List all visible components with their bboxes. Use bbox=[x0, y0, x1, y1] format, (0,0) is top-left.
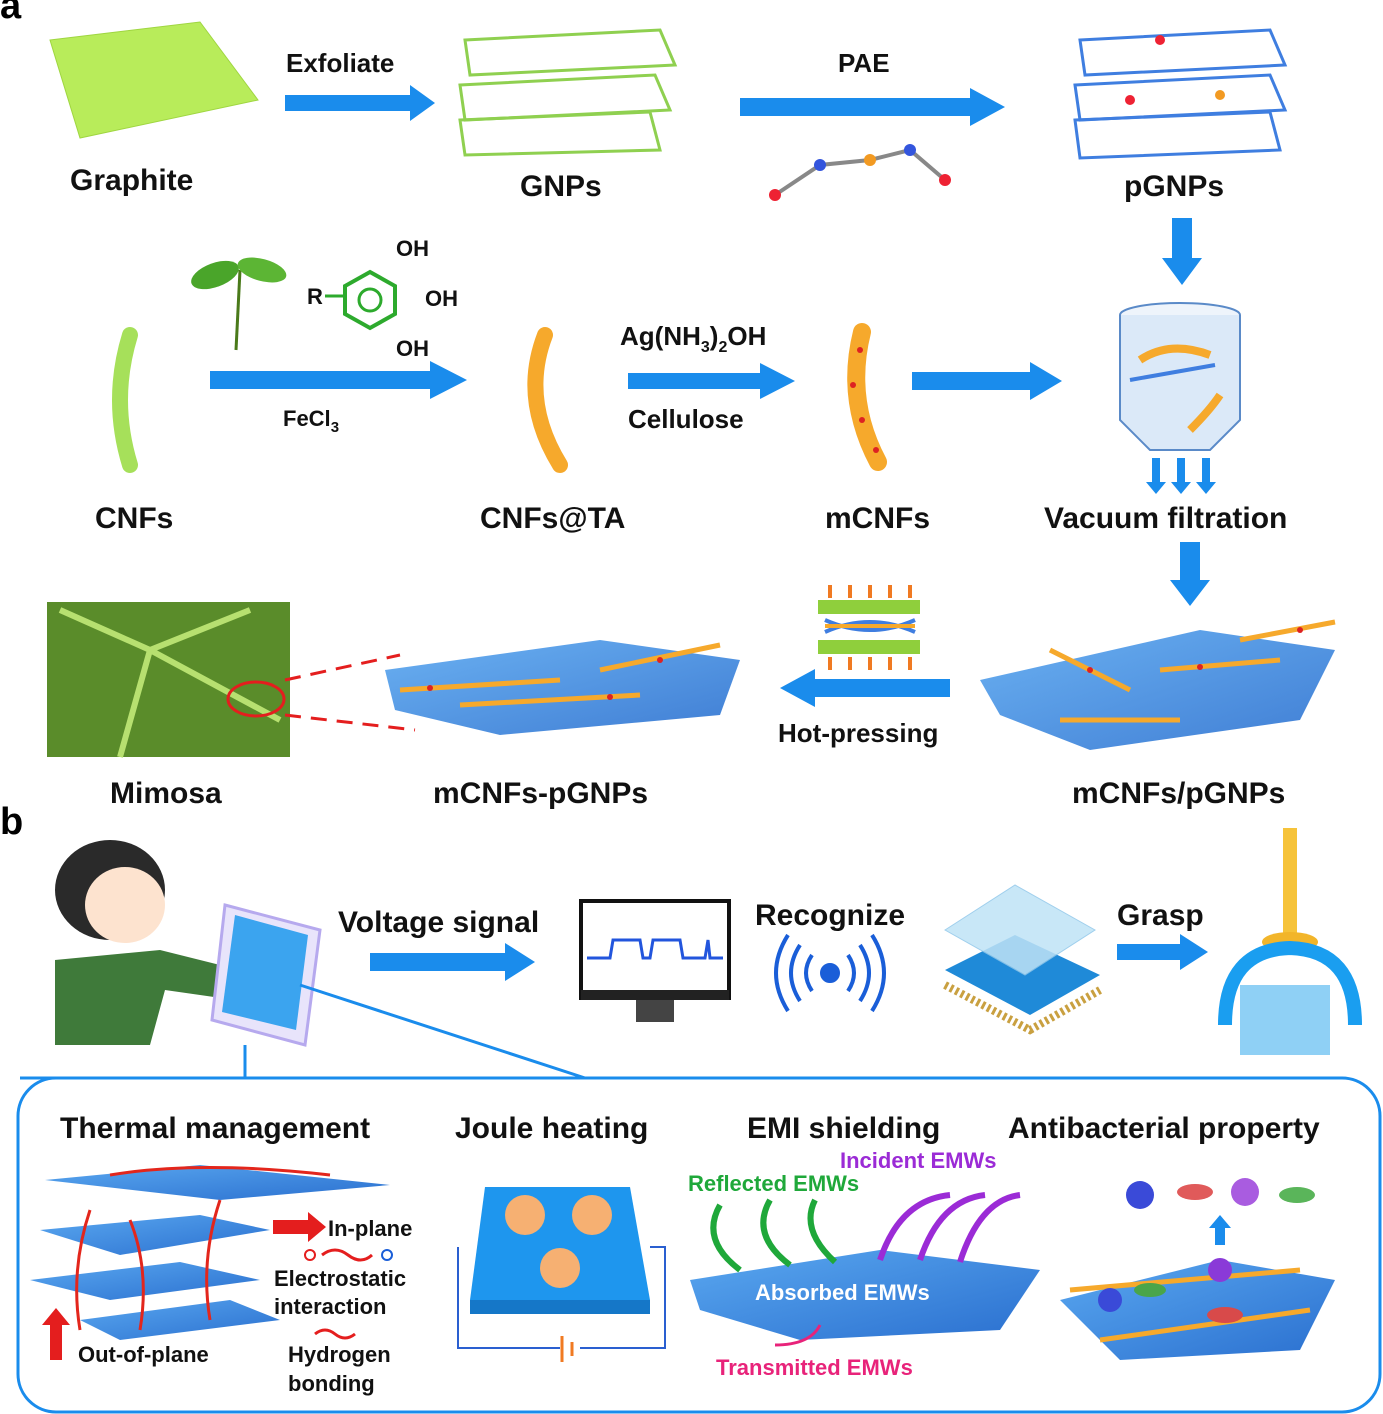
panel-label-b: b bbox=[0, 801, 23, 843]
graphite-illustration bbox=[49, 21, 259, 139]
arrow-tannic bbox=[210, 361, 467, 399]
joule-heating-illustration bbox=[457, 1187, 666, 1362]
mcnfs-slash-pgnps-label: mCNFs/pGNPs bbox=[1072, 777, 1285, 810]
pgnps-label: pGNPs bbox=[1124, 170, 1224, 203]
grasp-label: Grasp bbox=[1117, 899, 1204, 932]
silver-reagent-label: Ag(NH3)2OH bbox=[620, 321, 766, 356]
thermal-management-title: Thermal management bbox=[60, 1112, 370, 1145]
antibacterial-illustration bbox=[1060, 1178, 1335, 1360]
robotic-gripper-icon bbox=[1218, 828, 1362, 1055]
bonding-label: bonding bbox=[288, 1371, 375, 1396]
callout-line-right bbox=[299, 983, 586, 1080]
recognize-label: Recognize bbox=[755, 899, 905, 932]
hot-press-icon bbox=[818, 585, 920, 670]
in-plane-label: In-plane bbox=[328, 1216, 412, 1241]
exfoliate-label: Exfoliate bbox=[286, 48, 394, 78]
arrow-voltage bbox=[370, 943, 535, 981]
oh-top: OH bbox=[396, 236, 429, 261]
pae-molecule-illustration bbox=[769, 144, 951, 201]
hydrogen-bond-icon bbox=[314, 1328, 356, 1340]
cnf-illustration bbox=[112, 327, 138, 473]
joule-heating-title: Joule heating bbox=[455, 1112, 648, 1145]
arrow-to-filtration bbox=[912, 362, 1062, 400]
applications-box bbox=[16, 1076, 1382, 1414]
arrow-down-pgnps bbox=[1162, 218, 1202, 285]
zoom-dashed-lines bbox=[284, 653, 416, 732]
mcnfs-illustration bbox=[847, 323, 887, 471]
emi-illustration bbox=[690, 1192, 1040, 1347]
arrow-hot-pressing bbox=[780, 669, 950, 707]
thermal-layers-illustration bbox=[30, 1165, 390, 1340]
mimosa-label: Mimosa bbox=[110, 777, 222, 810]
vacuum-filtration-label: Vacuum filtration bbox=[1044, 502, 1287, 535]
fecl3-label: FeCl3 bbox=[283, 406, 339, 436]
gnps-illustration bbox=[458, 28, 678, 157]
arrow-grasp bbox=[1117, 934, 1208, 970]
mcnfs-pgnps-composite-illustration bbox=[980, 619, 1336, 750]
oh-mid: OH bbox=[425, 286, 458, 311]
cnfs-ta-illustration bbox=[527, 327, 568, 473]
hydrogen-label: Hydrogen bbox=[288, 1342, 391, 1367]
arrow-silver bbox=[628, 363, 795, 399]
cnfs-ta-label: CNFs@TA bbox=[480, 502, 625, 535]
reflected-emws-label: Reflected EMWs bbox=[688, 1171, 859, 1196]
wireless-signal-icon bbox=[774, 933, 886, 1013]
graphite-label: Graphite bbox=[70, 164, 193, 197]
child-illustration bbox=[55, 840, 240, 1045]
mcnfs-pgnps-illustration bbox=[385, 640, 740, 735]
interaction-label: interaction bbox=[274, 1294, 386, 1319]
electrostatic-icon bbox=[304, 1248, 393, 1262]
touch-sensor-panel bbox=[210, 903, 322, 1047]
in-plane-arrow-icon bbox=[273, 1212, 326, 1242]
incident-emws-label: Incident EMWs bbox=[840, 1148, 996, 1173]
chip-icon bbox=[943, 884, 1102, 1035]
hot-pressing-label: Hot-pressing bbox=[778, 718, 938, 748]
vacuum-filtration-illustration bbox=[1119, 302, 1241, 451]
pgnps-illustration bbox=[1073, 28, 1288, 160]
arrow-down-filtration bbox=[1170, 542, 1210, 606]
r-group: R bbox=[307, 284, 323, 309]
cellulose-label: Cellulose bbox=[628, 404, 744, 434]
mcnfs-pgnps-label: mCNFs-pGNPs bbox=[433, 777, 648, 810]
tea-leaf-icon bbox=[191, 257, 287, 351]
mimosa-photo bbox=[47, 602, 290, 757]
voltage-signal-label: Voltage signal bbox=[338, 906, 539, 939]
absorbed-emws-label: Absorbed EMWs bbox=[755, 1280, 930, 1305]
callout-line-left bbox=[20, 1045, 247, 1080]
emi-shielding-title: EMI shielding bbox=[747, 1112, 940, 1145]
monitor-icon bbox=[579, 899, 731, 1022]
mimosa-highlight-circle bbox=[226, 680, 286, 718]
oh-bottom: OH bbox=[396, 336, 429, 361]
arrow-pae bbox=[740, 88, 1005, 126]
antibacterial-title: Antibacterial property bbox=[1008, 1112, 1320, 1145]
mimosa-leaves bbox=[58, 607, 282, 758]
transmitted-emws-label: Transmitted EMWs bbox=[716, 1355, 913, 1380]
panel-label-a: a bbox=[0, 0, 22, 27]
out-of-plane-label: Out-of-plane bbox=[78, 1342, 209, 1367]
mcnfs-label: mCNFs bbox=[825, 502, 930, 535]
arrow-exfoliate bbox=[285, 85, 435, 121]
gnps-label: GNPs bbox=[520, 170, 602, 203]
tannic-acid-structure: R OH OH OH bbox=[307, 236, 458, 361]
cnfs-label: CNFs bbox=[95, 502, 173, 535]
filtration-down-arrows bbox=[1146, 458, 1216, 494]
out-of-plane-arrow-icon bbox=[42, 1308, 70, 1360]
pae-label: PAE bbox=[838, 48, 890, 78]
electrostatic-label: Electrostatic bbox=[274, 1266, 406, 1291]
